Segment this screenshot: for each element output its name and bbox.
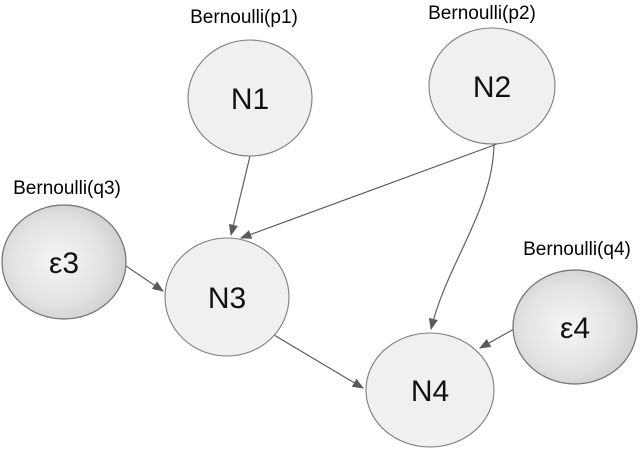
edge-n3-to-n4 bbox=[273, 334, 364, 389]
edge-n2-to-n3 bbox=[239, 143, 498, 239]
edge-eps3-to-n3 bbox=[125, 265, 164, 292]
node-n2-label: N2 bbox=[473, 71, 511, 104]
node-eps3-label: ε3 bbox=[49, 247, 79, 280]
node-n3-circle bbox=[164, 237, 290, 357]
node-n2-circle bbox=[428, 27, 556, 145]
edge-n2-to-n4 bbox=[428, 143, 495, 331]
annotation-bernoulli-q3: Bernoulli(q3) bbox=[13, 178, 121, 199]
node-n4-circle bbox=[365, 332, 495, 448]
annotation-bernoulli-q4: Bernoulli(q4) bbox=[523, 239, 631, 260]
annotation-bernoulli-p1: Bernoulli(p1) bbox=[190, 7, 298, 28]
annotation-bernoulli-p2: Bernoulli(p2) bbox=[428, 3, 536, 24]
node-n1-circle bbox=[187, 39, 313, 157]
node-eps4-label: ε4 bbox=[560, 312, 590, 345]
node-eps4-circle bbox=[512, 269, 638, 385]
node-n4-label: N4 bbox=[411, 375, 449, 408]
edge-n1-to-n3 bbox=[228, 155, 251, 237]
edge-eps4-to-n4 bbox=[478, 328, 515, 349]
node-n1-label: N1 bbox=[231, 83, 269, 116]
node-n3-label: N3 bbox=[208, 282, 246, 315]
node-eps3-circle bbox=[1, 204, 127, 320]
